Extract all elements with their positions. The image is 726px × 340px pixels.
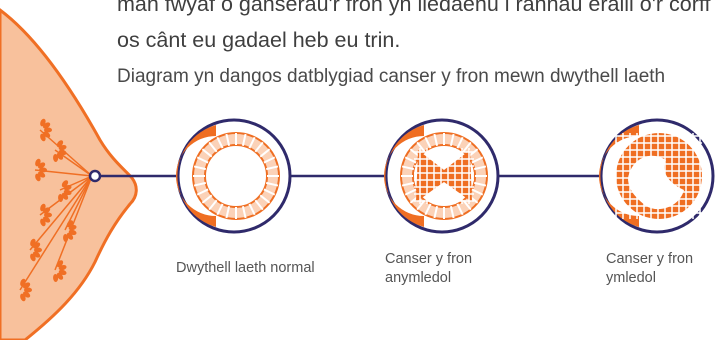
stage-label-invasive: Canser y fron ymledol	[606, 250, 726, 288]
stage-label-normal: Dwythell laeth normal	[176, 259, 315, 278]
intro-paragraph: man fwyaf o ganserau'r fron yn lledaenu …	[117, 0, 722, 58]
non-invasive-cancer-illustration	[384, 120, 498, 232]
normal-duct-illustration	[176, 120, 290, 232]
nipple-marker	[90, 171, 100, 181]
diagram-caption: Diagram yn dangos datblygiad canser y fr…	[117, 64, 717, 90]
invasive-cancer-illustration	[599, 120, 713, 232]
stage-label-non-invasive: Canser y fron anymledol	[385, 250, 505, 288]
